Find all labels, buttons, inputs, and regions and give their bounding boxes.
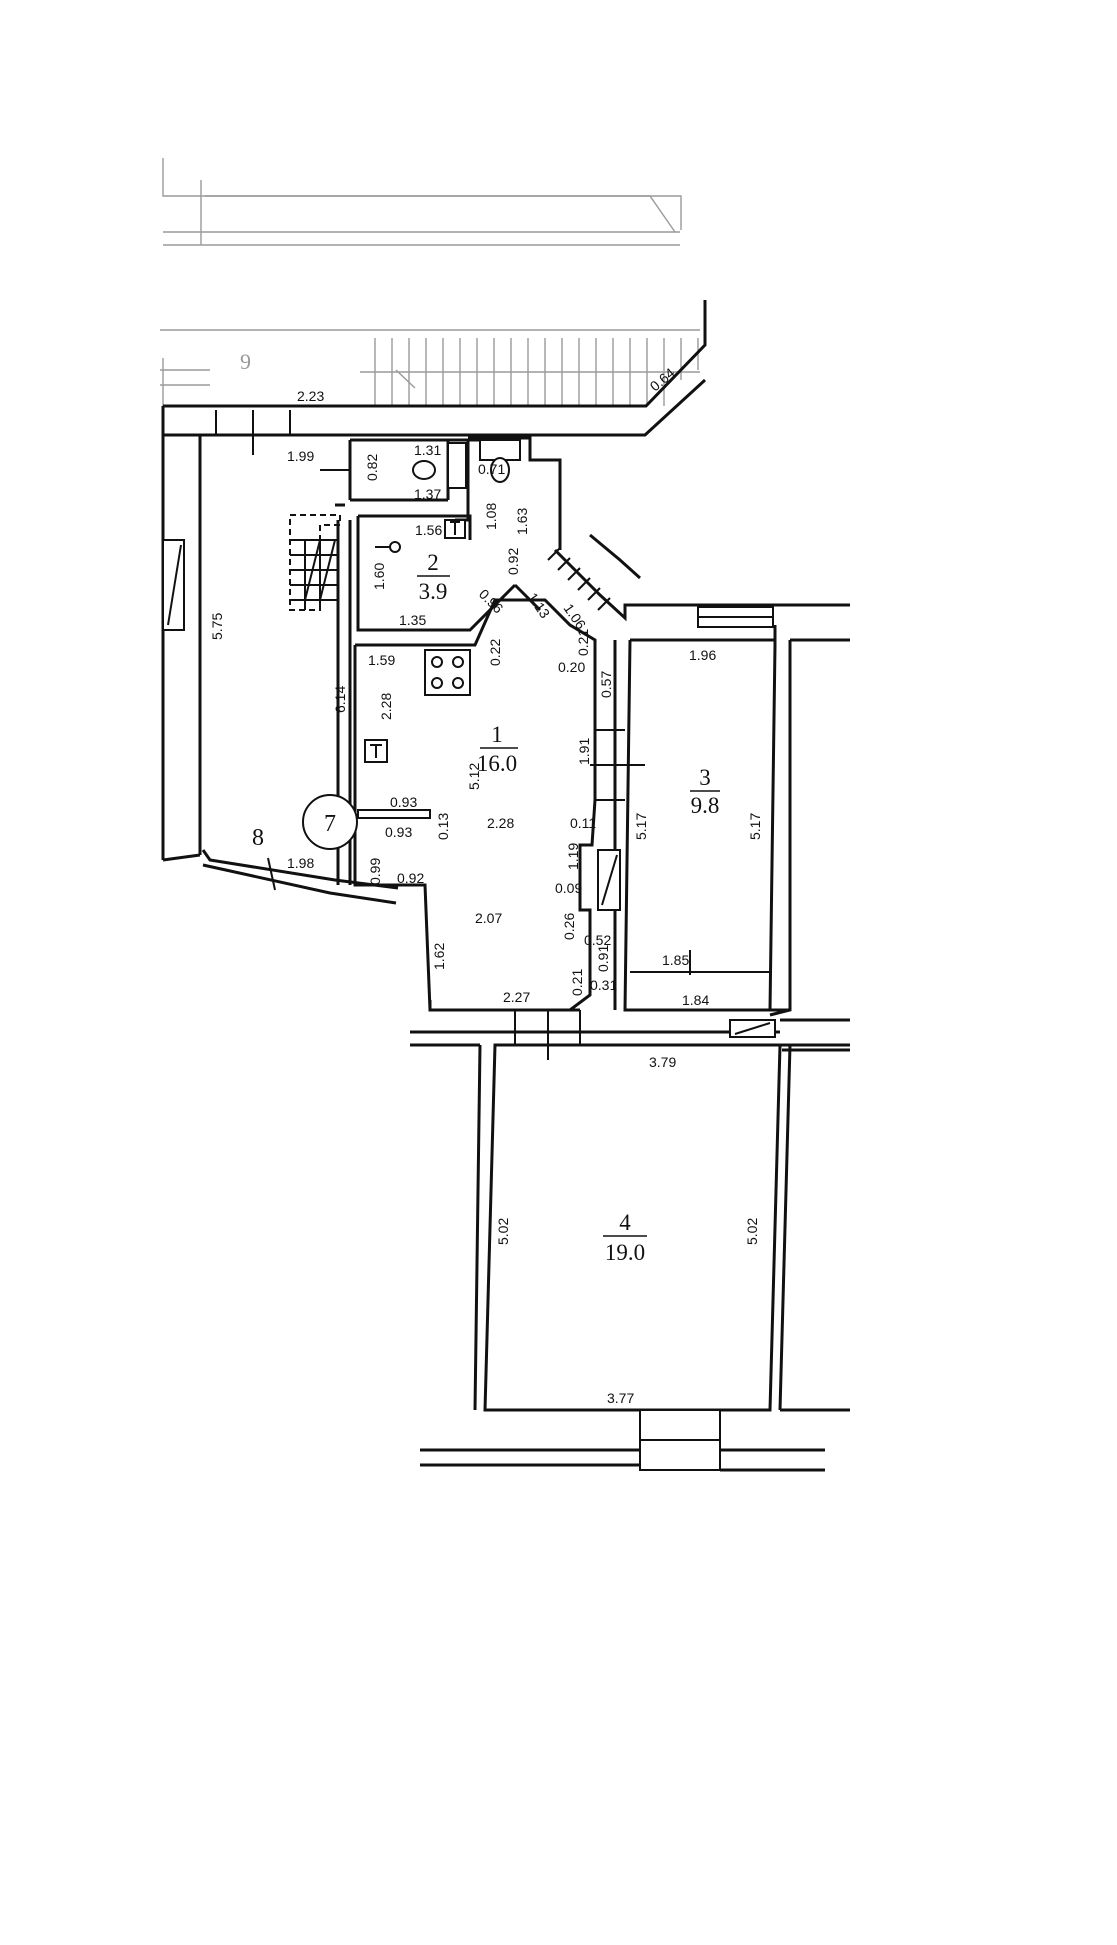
fixtures [215, 410, 521, 891]
dim-r1-021b: 0.21 [569, 969, 585, 996]
room-3-number: 3 [699, 765, 711, 790]
dim-r1-091: 0.91 [595, 945, 611, 972]
dim-r1-057: 0.57 [598, 671, 614, 698]
dim-wc-131: 1.31 [414, 442, 441, 458]
dim-r2-135: 1.35 [399, 612, 426, 628]
dim-corr-614: 6.14 [332, 686, 348, 713]
dim-r1-013: 0.13 [435, 813, 451, 840]
dim-r1-031: 0.31 [590, 977, 617, 993]
dim-r1-093b: 0.93 [385, 824, 412, 840]
dim-corr-575: 5.75 [209, 613, 225, 640]
dim-r4-502b: 5.02 [744, 1218, 760, 1245]
toilet-icon-2 [490, 457, 510, 483]
room-2-area: 3.9 [419, 579, 448, 604]
dim-wc2-071: 0.71 [478, 461, 505, 477]
dim-r3-196: 1.96 [689, 647, 716, 663]
stair-corridor [290, 539, 338, 610]
room-7-circle [302, 794, 358, 850]
dim-r2-096: 0.96 [476, 586, 507, 617]
dim-r2-160: 1.60 [371, 563, 387, 590]
room-1-number: 1 [491, 722, 503, 747]
room-2-label: 2 3.9 [417, 550, 450, 604]
room-9-label: 9 [240, 349, 251, 374]
dimension-labels: 2.23 0.64 1.99 5.75 6.14 1.98 1.31 0.82 … [209, 364, 763, 1406]
dim-r2-163: 1.63 [514, 508, 530, 535]
dim-r4-379: 3.79 [649, 1054, 676, 1070]
room-7-label: 7 [324, 811, 336, 837]
dim-r1-020: 0.20 [558, 659, 585, 675]
door-room1-room3 [590, 729, 645, 801]
door-stairs [547, 547, 611, 611]
dim-r1-011: 0.11 [570, 815, 596, 831]
dim-r1-113: 1.13 [525, 590, 554, 622]
dim-corr-198: 1.98 [287, 855, 314, 871]
room-2-number: 2 [427, 550, 439, 575]
dim-r4-377: 3.77 [607, 1390, 634, 1406]
dim-r1-227: 2.27 [503, 989, 530, 1005]
toilet-icon [412, 460, 436, 480]
dim-r1-092: 0.92 [397, 870, 424, 886]
stove-icon [424, 649, 471, 696]
walls [161, 300, 850, 1472]
dim-wc2-108: 1.08 [483, 503, 499, 530]
dim-wc-082: 0.82 [364, 454, 380, 481]
dim-r1-191: 1.91 [576, 738, 592, 765]
room-4-number: 4 [619, 1210, 631, 1235]
room-4-label: 4 19.0 [603, 1210, 647, 1265]
dim-r1-009: 0.09 [555, 880, 582, 896]
dim-corr-199: 1.99 [287, 448, 314, 464]
stair-area-faint [160, 158, 700, 406]
room-1-area: 16.0 [477, 751, 517, 776]
dim-wc-137: 1.37 [414, 486, 441, 502]
dim-r1-162: 1.62 [431, 943, 447, 970]
dim-r1-052: 0.52 [584, 932, 611, 948]
dim-r1-512: 5.12 [466, 763, 482, 790]
dim-r4-502a: 5.02 [495, 1218, 511, 1245]
dim-r1-106: 1.06 [561, 601, 590, 633]
drain-icon [389, 541, 401, 553]
dim-r1-159: 1.59 [368, 652, 395, 668]
dim-r3-517b: 5.17 [747, 813, 763, 840]
dim-r1-026: 0.26 [561, 913, 577, 940]
dim-r3-185: 1.85 [662, 952, 689, 968]
room-4-area: 19.0 [605, 1240, 645, 1265]
dim-r1-093a: 0.93 [390, 794, 417, 810]
dim-top-223: 2.23 [297, 388, 324, 404]
stair-treads-upper [360, 338, 700, 406]
dim-r1-022: 0.22 [487, 639, 503, 666]
dim-r1-119: 1.19 [565, 843, 581, 870]
room-8-label: 8 [252, 825, 264, 851]
dim-r3-184: 1.84 [682, 992, 709, 1008]
dim-r2-092: 0.92 [505, 548, 521, 575]
dim-r1-099: 0.99 [367, 858, 383, 885]
dim-r1-228a: 2.28 [378, 693, 394, 720]
room-3-label: 3 9.8 [690, 765, 720, 818]
dim-r3-517a: 5.17 [633, 813, 649, 840]
dim-r1-021a: 0.21 [575, 629, 591, 656]
dim-r1-207: 2.07 [475, 910, 502, 926]
room-1-label: 1 16.0 [477, 722, 518, 776]
room-3-area: 9.8 [691, 793, 720, 818]
dim-r2-156: 1.56 [415, 522, 442, 538]
dim-r1-228b: 2.28 [487, 815, 514, 831]
